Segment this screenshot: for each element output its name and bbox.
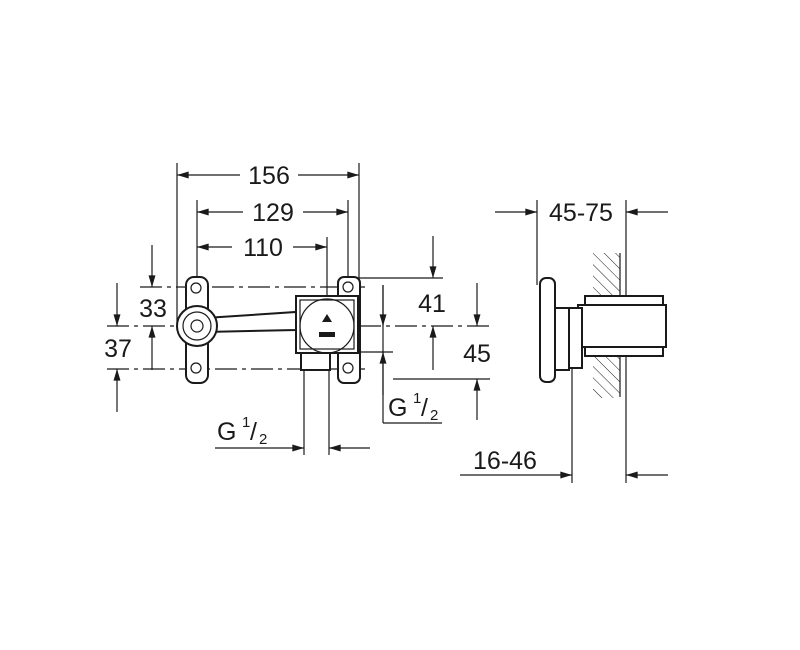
thread-bottom-den: 2 [259,431,267,448]
dimension-37: 37 [104,283,132,412]
dim-110-label: 110 [243,234,283,262]
thread-right-num: 1 [413,390,421,407]
dimension-16-46: 16-46 [460,447,668,479]
thread-bottom: G 1 / 2 [215,414,370,452]
dimension-110: 110 [197,234,328,262]
dim-45-75-label: 45-75 [549,199,613,227]
thread-right: G 1 / 2 [379,285,438,424]
thread-right-slash: / [421,394,428,422]
dimension-156: 156 [177,162,360,190]
dimension-129: 129 [197,199,349,227]
dim-41-label: 41 [418,290,446,318]
dim-37-label: 37 [104,335,132,363]
dimension-41: 41 [418,236,446,370]
thread-right-g: G [388,394,407,422]
thread-bottom-g: G [217,418,236,446]
dim-156-label: 156 [248,162,290,190]
dim-33-label: 33 [139,295,167,323]
thread-right-den: 2 [430,407,438,424]
left-fitting [176,305,218,347]
dim-129-label: 129 [252,199,294,227]
dim-16-46-label: 16-46 [473,447,537,475]
side-view [536,200,667,483]
thread-bottom-slash: / [250,418,257,446]
dim-45-label: 45 [463,340,491,368]
thread-bottom-num: 1 [242,414,250,431]
dimension-33: 33 [139,245,167,370]
dimension-45-front: 45 [463,283,491,420]
connecting-pipe [204,310,297,334]
dimension-45-75: 45-75 [495,199,668,227]
valve-body [295,276,361,384]
